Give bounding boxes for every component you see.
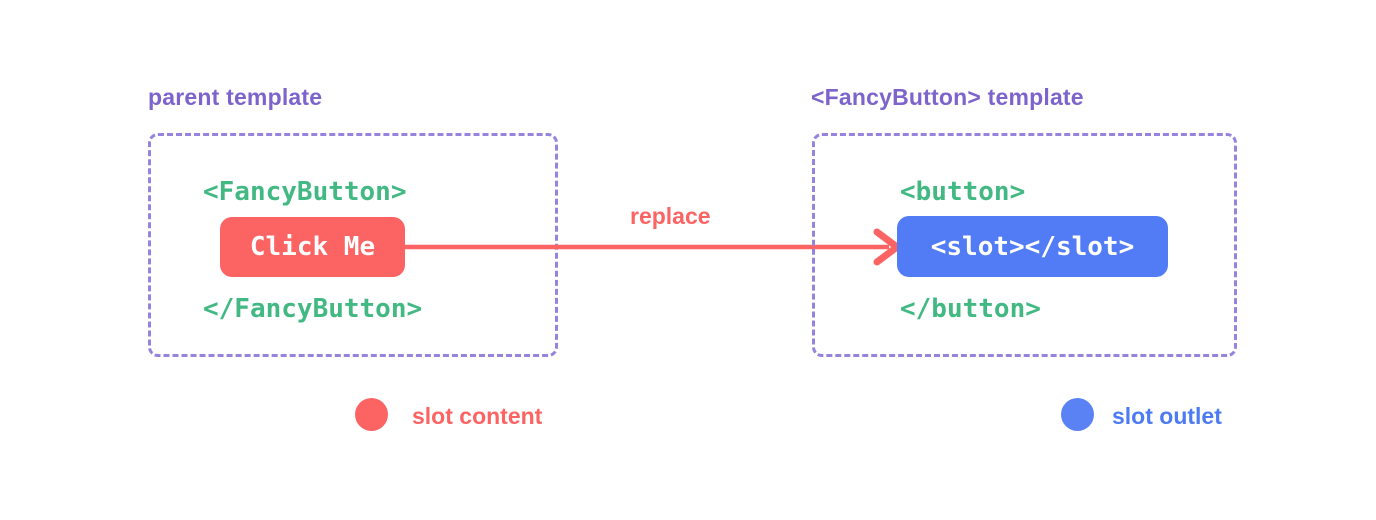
fancybutton-template-box	[812, 133, 1237, 357]
button-close-tag: </button>	[900, 294, 1041, 324]
slot-outlet-chip: <slot></slot>	[897, 216, 1168, 277]
legend-slot-content-label: slot content	[412, 403, 543, 429]
parent-template-title: parent template	[148, 84, 323, 110]
slot-content-dot-icon	[355, 398, 388, 431]
fancybutton-close-tag: </FancyButton>	[203, 294, 423, 324]
fancybutton-template-title: <FancyButton> template	[811, 84, 1084, 110]
click-me-label: Click Me	[249, 232, 376, 262]
legend-slot-outlet-label: slot outlet	[1112, 403, 1222, 429]
replace-label: replace	[630, 203, 711, 229]
click-me-button: Click Me	[220, 217, 405, 277]
slot-outlet-dot-icon	[1061, 398, 1094, 431]
slot-outlet-code: <slot></slot>	[930, 231, 1135, 262]
button-open-tag: <button>	[900, 177, 1026, 207]
fancybutton-open-tag: <FancyButton>	[203, 177, 407, 207]
